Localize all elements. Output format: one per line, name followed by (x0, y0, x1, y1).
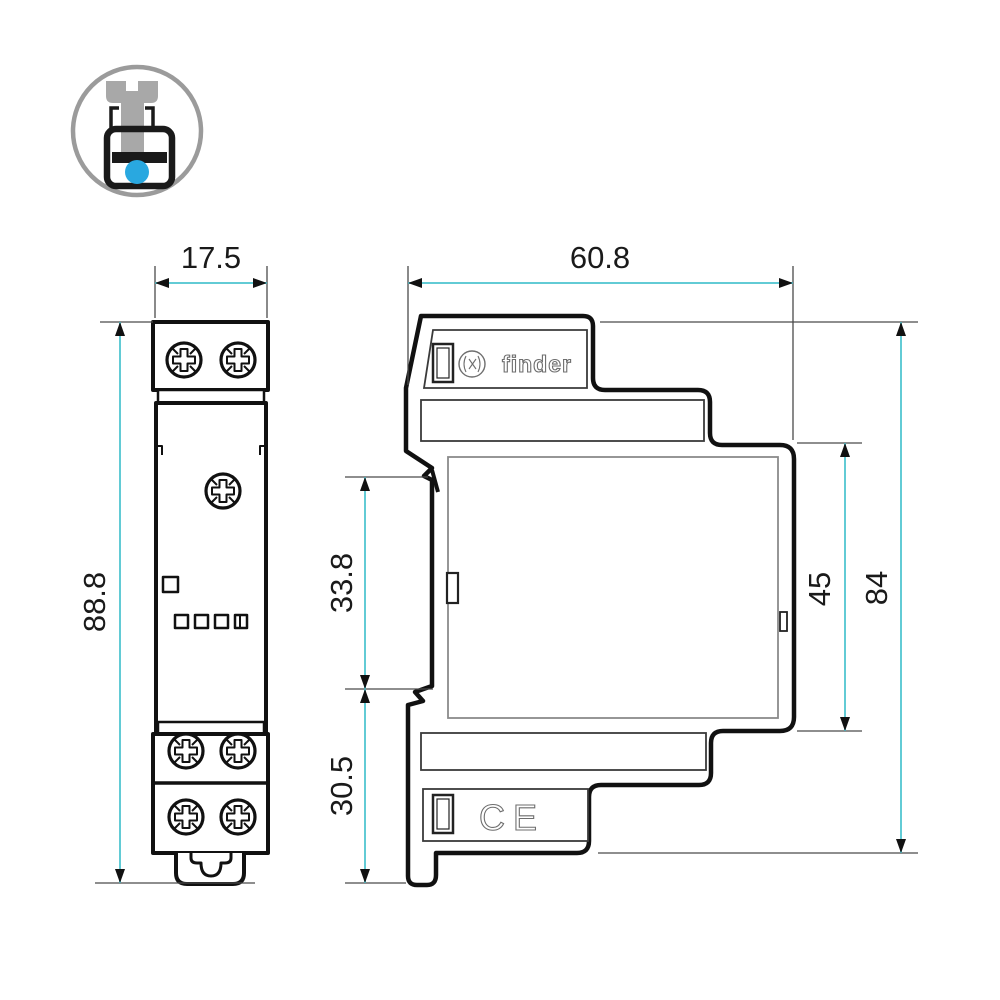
dimension-labels: 17.5 60.8 88.8 33.8 30.5 45 84 (77, 240, 894, 816)
setting-windows (173, 613, 249, 630)
screw-head (106, 81, 158, 103)
clamp-bar (112, 152, 167, 163)
dim-total-height-label: 84 (859, 571, 894, 605)
dim-lower-section-label: 30.5 (324, 756, 359, 816)
finder-logo: finder (458, 350, 572, 378)
dim-front-height-label: 88.8 (77, 572, 112, 632)
side-view: finder CE (403, 313, 797, 888)
dim-face-height-label: 45 (802, 572, 837, 606)
dim-side-width-label: 60.8 (570, 240, 630, 275)
clamp-body (103, 125, 176, 190)
front-view (151, 320, 270, 886)
body-slot-left (445, 571, 460, 605)
dim-front-width-label: 17.5 (181, 240, 241, 275)
body-slot-right (779, 611, 788, 632)
dimension-arrows (115, 278, 906, 883)
upper-band (420, 399, 705, 442)
ce-mark: CE (479, 797, 545, 838)
clamp-arms (109, 106, 155, 132)
body-face (447, 456, 779, 719)
lower-band (420, 732, 707, 771)
screw-terminal-icon (70, 64, 204, 198)
wire-dot (125, 160, 149, 184)
led-window (161, 575, 180, 594)
extension-lines (95, 266, 918, 884)
front-center-screw (204, 472, 242, 510)
din-clip (174, 853, 246, 886)
dim-upper-section-label: 33.8 (324, 553, 359, 613)
finder-logo-text: finder (502, 351, 572, 377)
